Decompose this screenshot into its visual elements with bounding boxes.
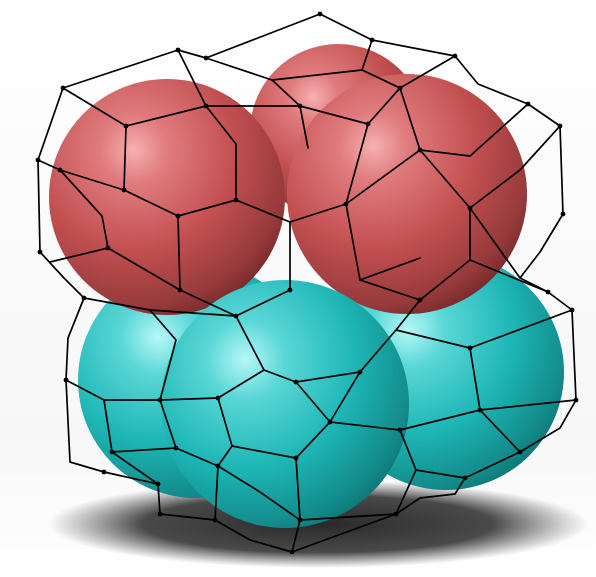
cyan-sphere-front — [161, 280, 409, 528]
